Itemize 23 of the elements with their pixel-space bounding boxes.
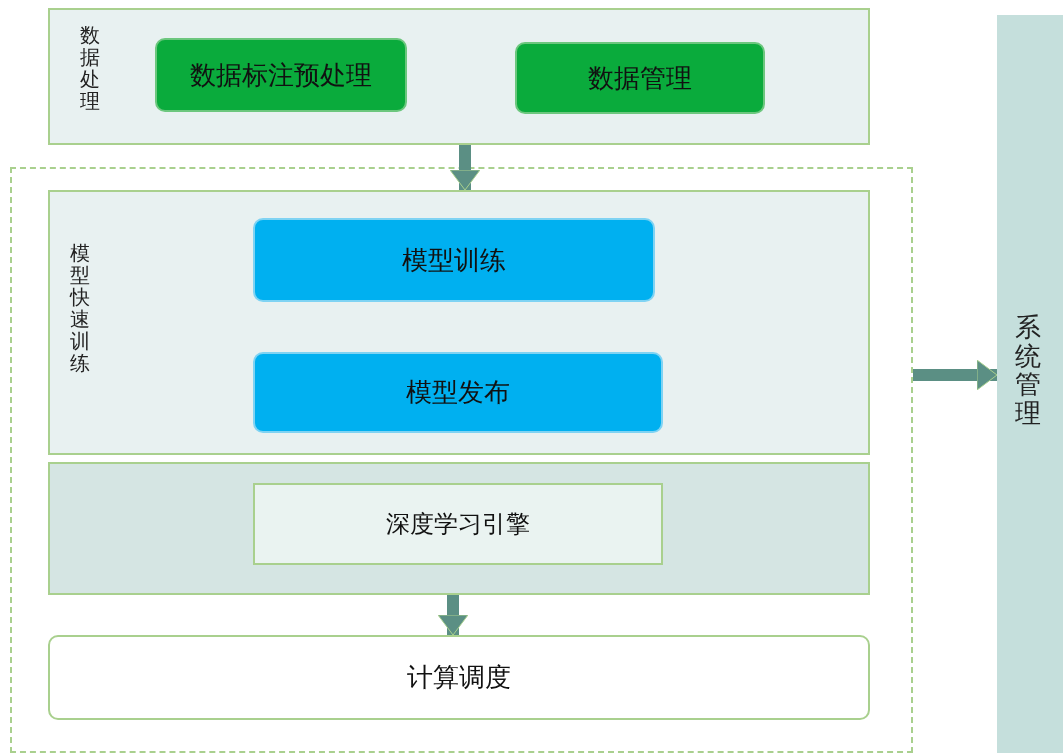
layer-title: 数据处理 xyxy=(80,24,100,112)
box-label: 模型发布 xyxy=(406,376,510,409)
process-box xyxy=(515,42,765,114)
layer-panel xyxy=(48,8,870,145)
box-label: 数据管理 xyxy=(588,61,692,95)
dashed-container xyxy=(10,167,913,753)
box-label: 计算调度 xyxy=(407,661,511,694)
box-label: 深度学习引擎 xyxy=(386,509,530,540)
layer-title: 系统管理 xyxy=(1015,313,1041,428)
box-label: 模型训练 xyxy=(402,243,506,277)
block-arrow xyxy=(449,145,481,191)
box-label: 数据标注预处理 xyxy=(190,58,372,92)
side-panel xyxy=(997,15,1063,753)
process-box xyxy=(253,483,663,565)
block-arrow xyxy=(437,595,469,636)
process-box xyxy=(48,635,870,720)
layer-title: 模型快速训练 xyxy=(70,242,90,374)
process-box xyxy=(253,218,655,302)
process-box xyxy=(253,352,663,433)
block-arrow xyxy=(913,359,998,391)
process-box xyxy=(155,38,407,112)
layer-band xyxy=(48,462,870,595)
layer-panel xyxy=(48,190,870,455)
